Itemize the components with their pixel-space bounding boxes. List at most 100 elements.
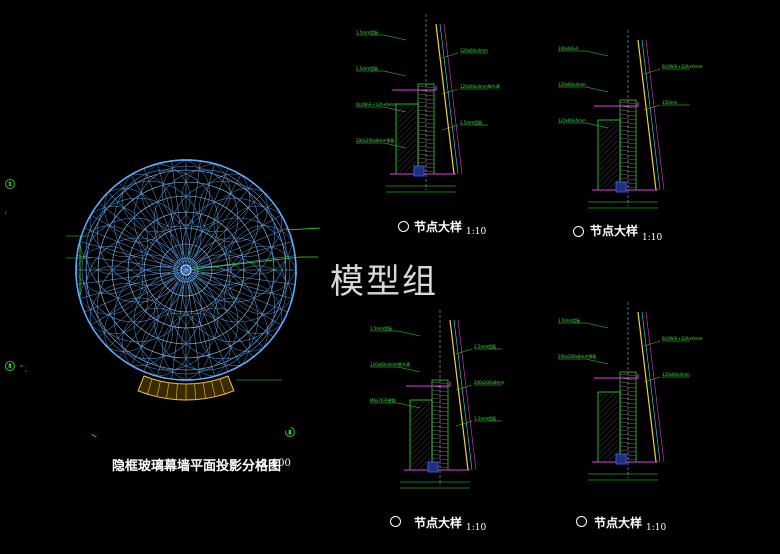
glass-panel [637, 39, 657, 191]
plan-scale: 1:100 [262, 458, 291, 469]
insulation-hatch [619, 137, 637, 141]
insulation-hatch [619, 389, 637, 393]
dome-radial-line [118, 276, 182, 358]
base-rib [202, 382, 206, 399]
dome-mask [0, 81, 375, 459]
dome-radial-line [192, 202, 274, 266]
dome-radial-line [157, 277, 185, 377]
node-detail-2: 100x60x46LOW-E+12A+6mm120x60x4mm150mm120… [558, 30, 703, 209]
leader-line [383, 142, 407, 149]
detail-annotation: 2.5mm铝板 [356, 65, 378, 71]
dome-radial-line [189, 174, 242, 264]
dome-radial-line [190, 276, 254, 358]
base-rib [211, 381, 216, 397]
dome-radial-line [76, 255, 179, 270]
axis-bubble-icon [5, 179, 15, 189]
dome-radial-line [90, 273, 180, 326]
glass-panel-outer [443, 23, 463, 175]
dome-radial-line [192, 214, 282, 267]
plan-title: 隐框玻璃幕墙平面投影分格图 [112, 459, 282, 474]
detail-scale-3: 1:10 [466, 523, 487, 533]
dome-radial-line [84, 272, 179, 313]
insulation-hatch [431, 397, 449, 401]
leader-line [585, 50, 609, 57]
axis-bubble-icon [5, 361, 15, 371]
detail-annotation: 120x60x4mm钢方通 [460, 83, 500, 89]
watermark-text: 模型组 [330, 262, 438, 302]
insulation-hatch [417, 141, 435, 145]
dome-radial-line [76, 270, 179, 285]
leader-line [643, 104, 661, 111]
dome-radial-line [193, 227, 288, 268]
detail-annotation: 1.5mm铝板 [474, 415, 496, 421]
leader-line [383, 34, 407, 41]
dome-petal-arc [213, 283, 283, 352]
wall-hatch [398, 106, 416, 172]
dome-petal-arc [104, 297, 173, 367]
axis-label: E [289, 430, 292, 435]
dome-radial-line [171, 277, 186, 380]
dome-radial-line [186, 277, 201, 380]
dome-radial-line [84, 227, 179, 268]
base-rib [147, 378, 153, 395]
dome-radial-line [130, 276, 183, 366]
base-rib [219, 378, 225, 395]
dome-radial-line [188, 277, 229, 372]
dome-petal-arc [199, 297, 268, 367]
dome-base-segment [137, 375, 282, 401]
detail-annotation: 100x60x4 [558, 46, 578, 51]
dome-radial-line [192, 273, 282, 326]
dome-petal-arc [213, 188, 283, 257]
base-rib [156, 381, 161, 397]
dome-radial-line [190, 182, 254, 264]
leader-line [441, 52, 459, 59]
insulation-hatch [417, 121, 435, 125]
dome-radial-line [171, 160, 186, 263]
insulation-hatch [431, 457, 449, 461]
dome-radial-line [186, 160, 201, 263]
dome-radial-line [79, 271, 179, 299]
dome-radial-line [187, 277, 215, 377]
leader-line [185, 256, 301, 271]
leader-line [285, 227, 321, 231]
dome-radial-line [108, 275, 181, 348]
base-rib [137, 375, 145, 391]
node-detail-3: 1.5mm铝板2.5mm铝板120x60x4mm钢方通200x200x8mmM6… [370, 310, 504, 489]
wall-hatch [412, 402, 430, 468]
wall-hatch [600, 122, 618, 188]
dome-petal-arc [153, 169, 259, 275]
dome-radial-line [193, 255, 296, 270]
dome-radial-line [98, 202, 180, 266]
node-detail-4: 1.5mm铝板6LOW-E+12A+6mm200x200x8mm钢板120x60… [558, 302, 703, 481]
detail-annotation: 6LOW-E+12A+6mm [662, 64, 703, 69]
detail-annotation: 6LOW-E+12A+6mm [356, 102, 397, 107]
dome-hub [180, 264, 192, 276]
glass-panel-outer [457, 319, 477, 471]
detail-annotation: 6LOW-E+12A+6mm [662, 336, 703, 341]
dome-radial-line [189, 276, 242, 366]
detail-annotation: 2.5mm铝板 [460, 119, 482, 125]
glass-panel [637, 311, 657, 463]
base-rib [227, 375, 235, 391]
detail-annotation: 1.5mm铝板 [356, 29, 378, 35]
leader-line [397, 402, 421, 409]
detail-annotation: 1.5mm铝板 [370, 325, 392, 331]
insulation-hatch [619, 177, 637, 181]
detail-marker-icon [576, 516, 587, 527]
dome-radial-line [193, 272, 288, 313]
detail-annotation: 200x200x8mm [474, 380, 504, 385]
detail-annotation: 120x60x4mm [460, 48, 488, 53]
detail-scale-1: 1:10 [466, 227, 487, 237]
detail-annotation: 150mm [662, 100, 678, 105]
insulation-hatch [431, 437, 449, 441]
detail-title-2: 节点大样 [590, 224, 639, 238]
glass-panel-inner [641, 311, 661, 463]
detail-marker-icon [390, 516, 401, 527]
detail-annotation: 200x200x8mm钢板 [558, 353, 596, 359]
embedded-plate [413, 165, 425, 177]
base-rib [194, 383, 197, 400]
dome-outline-top [75, 159, 297, 381]
detail-marker-icon [398, 221, 409, 232]
dome-radial-line [191, 192, 264, 265]
dome-radial-line [79, 241, 179, 269]
